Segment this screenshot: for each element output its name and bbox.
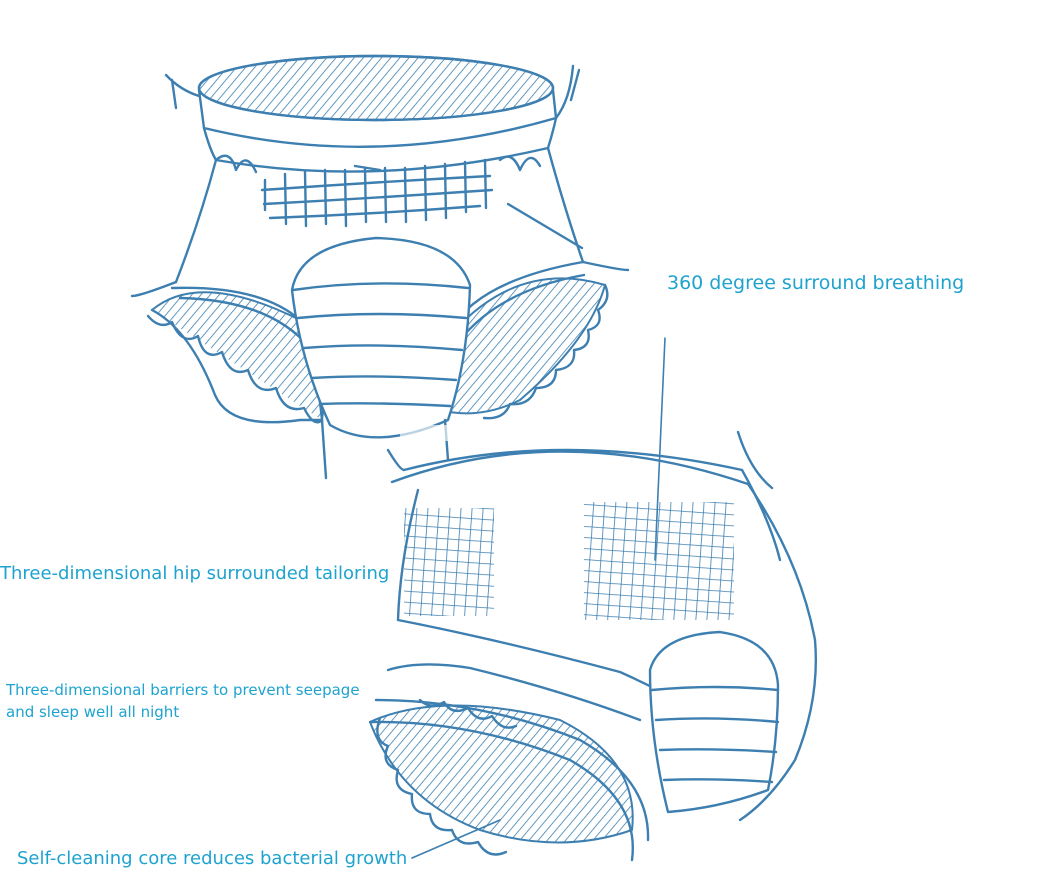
annotation-barrier: Three-dimensional barriers to prevent se… xyxy=(6,679,360,723)
annotation-barrier-line2: and sleep well all night xyxy=(6,701,360,723)
annotation-barrier-line1: Three-dimensional barriers to prevent se… xyxy=(6,679,360,701)
annotation-hip-tailoring: Three-dimensional hip surrounded tailori… xyxy=(0,563,389,584)
annotation-breathing: 360 degree surround breathing xyxy=(667,272,964,294)
back-left-mesh xyxy=(404,508,494,616)
back-right-mesh xyxy=(584,502,734,620)
front-garment-drawing xyxy=(132,56,628,478)
annotation-core: Self-cleaning core reduces bacterial gro… xyxy=(17,848,407,869)
back-absorbent-core xyxy=(650,632,778,812)
